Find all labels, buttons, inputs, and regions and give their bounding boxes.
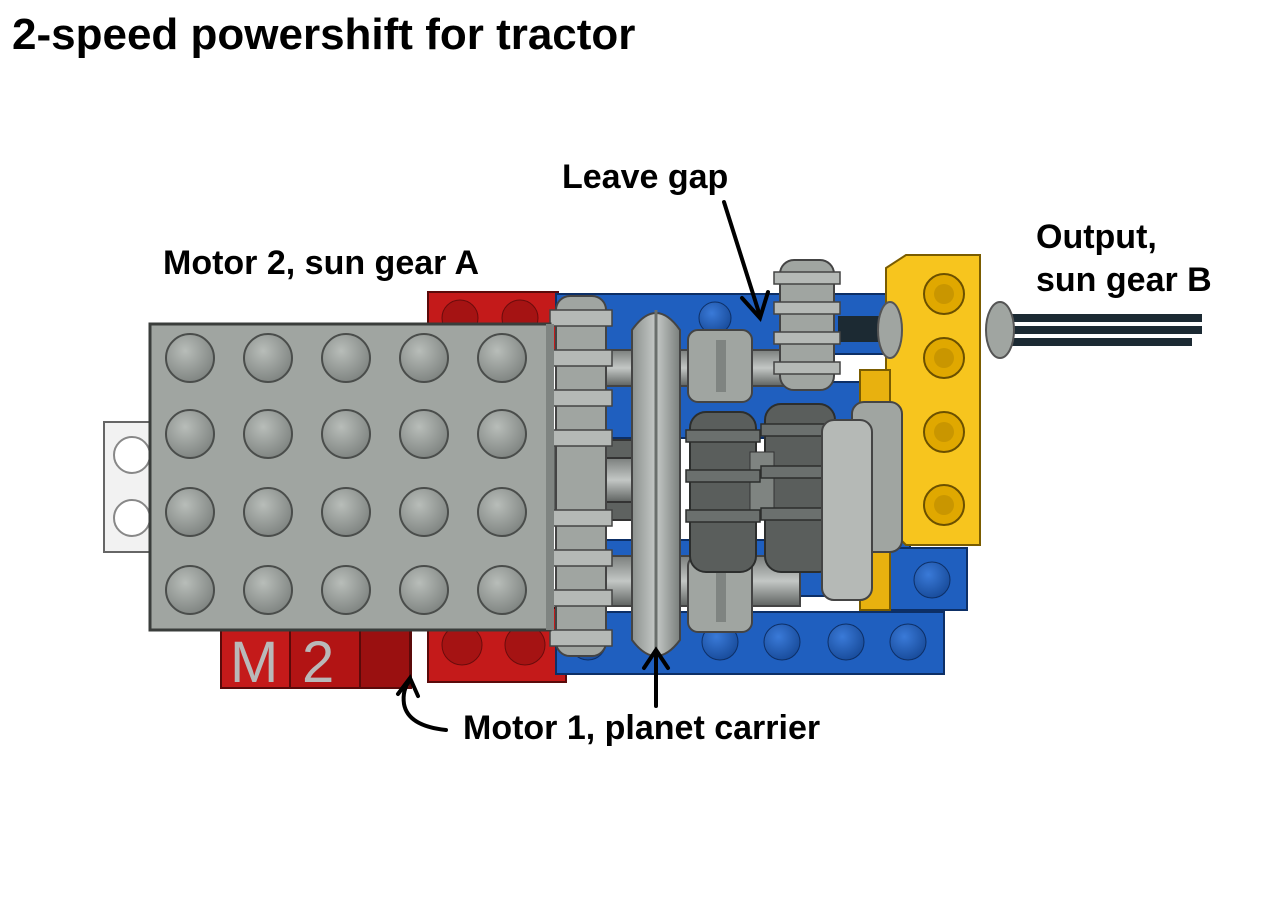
planet-gear-lower [687,555,753,633]
planet-carrier-disk [631,310,681,660]
sun-gear-a [549,295,613,657]
label-leave-gap: Leave gap [562,158,729,196]
arrow-leave-gap [722,200,770,322]
label-motor-1: Motor 1, planet carrier [463,709,821,747]
sun-gear-b [773,259,903,601]
motor-letter: M [230,630,278,695]
output-axle [838,301,1202,359]
motor-number: 2 [302,630,334,695]
arrow-motor-1 [396,674,448,732]
planet-gear-upper [687,329,753,403]
motor-2-block [148,322,554,632]
dark-planet-gears [685,403,840,573]
label-motor-2: Motor 2, sun gear A [163,244,480,282]
page-title: 2-speed powershift for tractor [12,10,636,59]
label-output: Output, sun gear B [1036,218,1212,299]
arrow-planet-carrier [642,646,670,708]
